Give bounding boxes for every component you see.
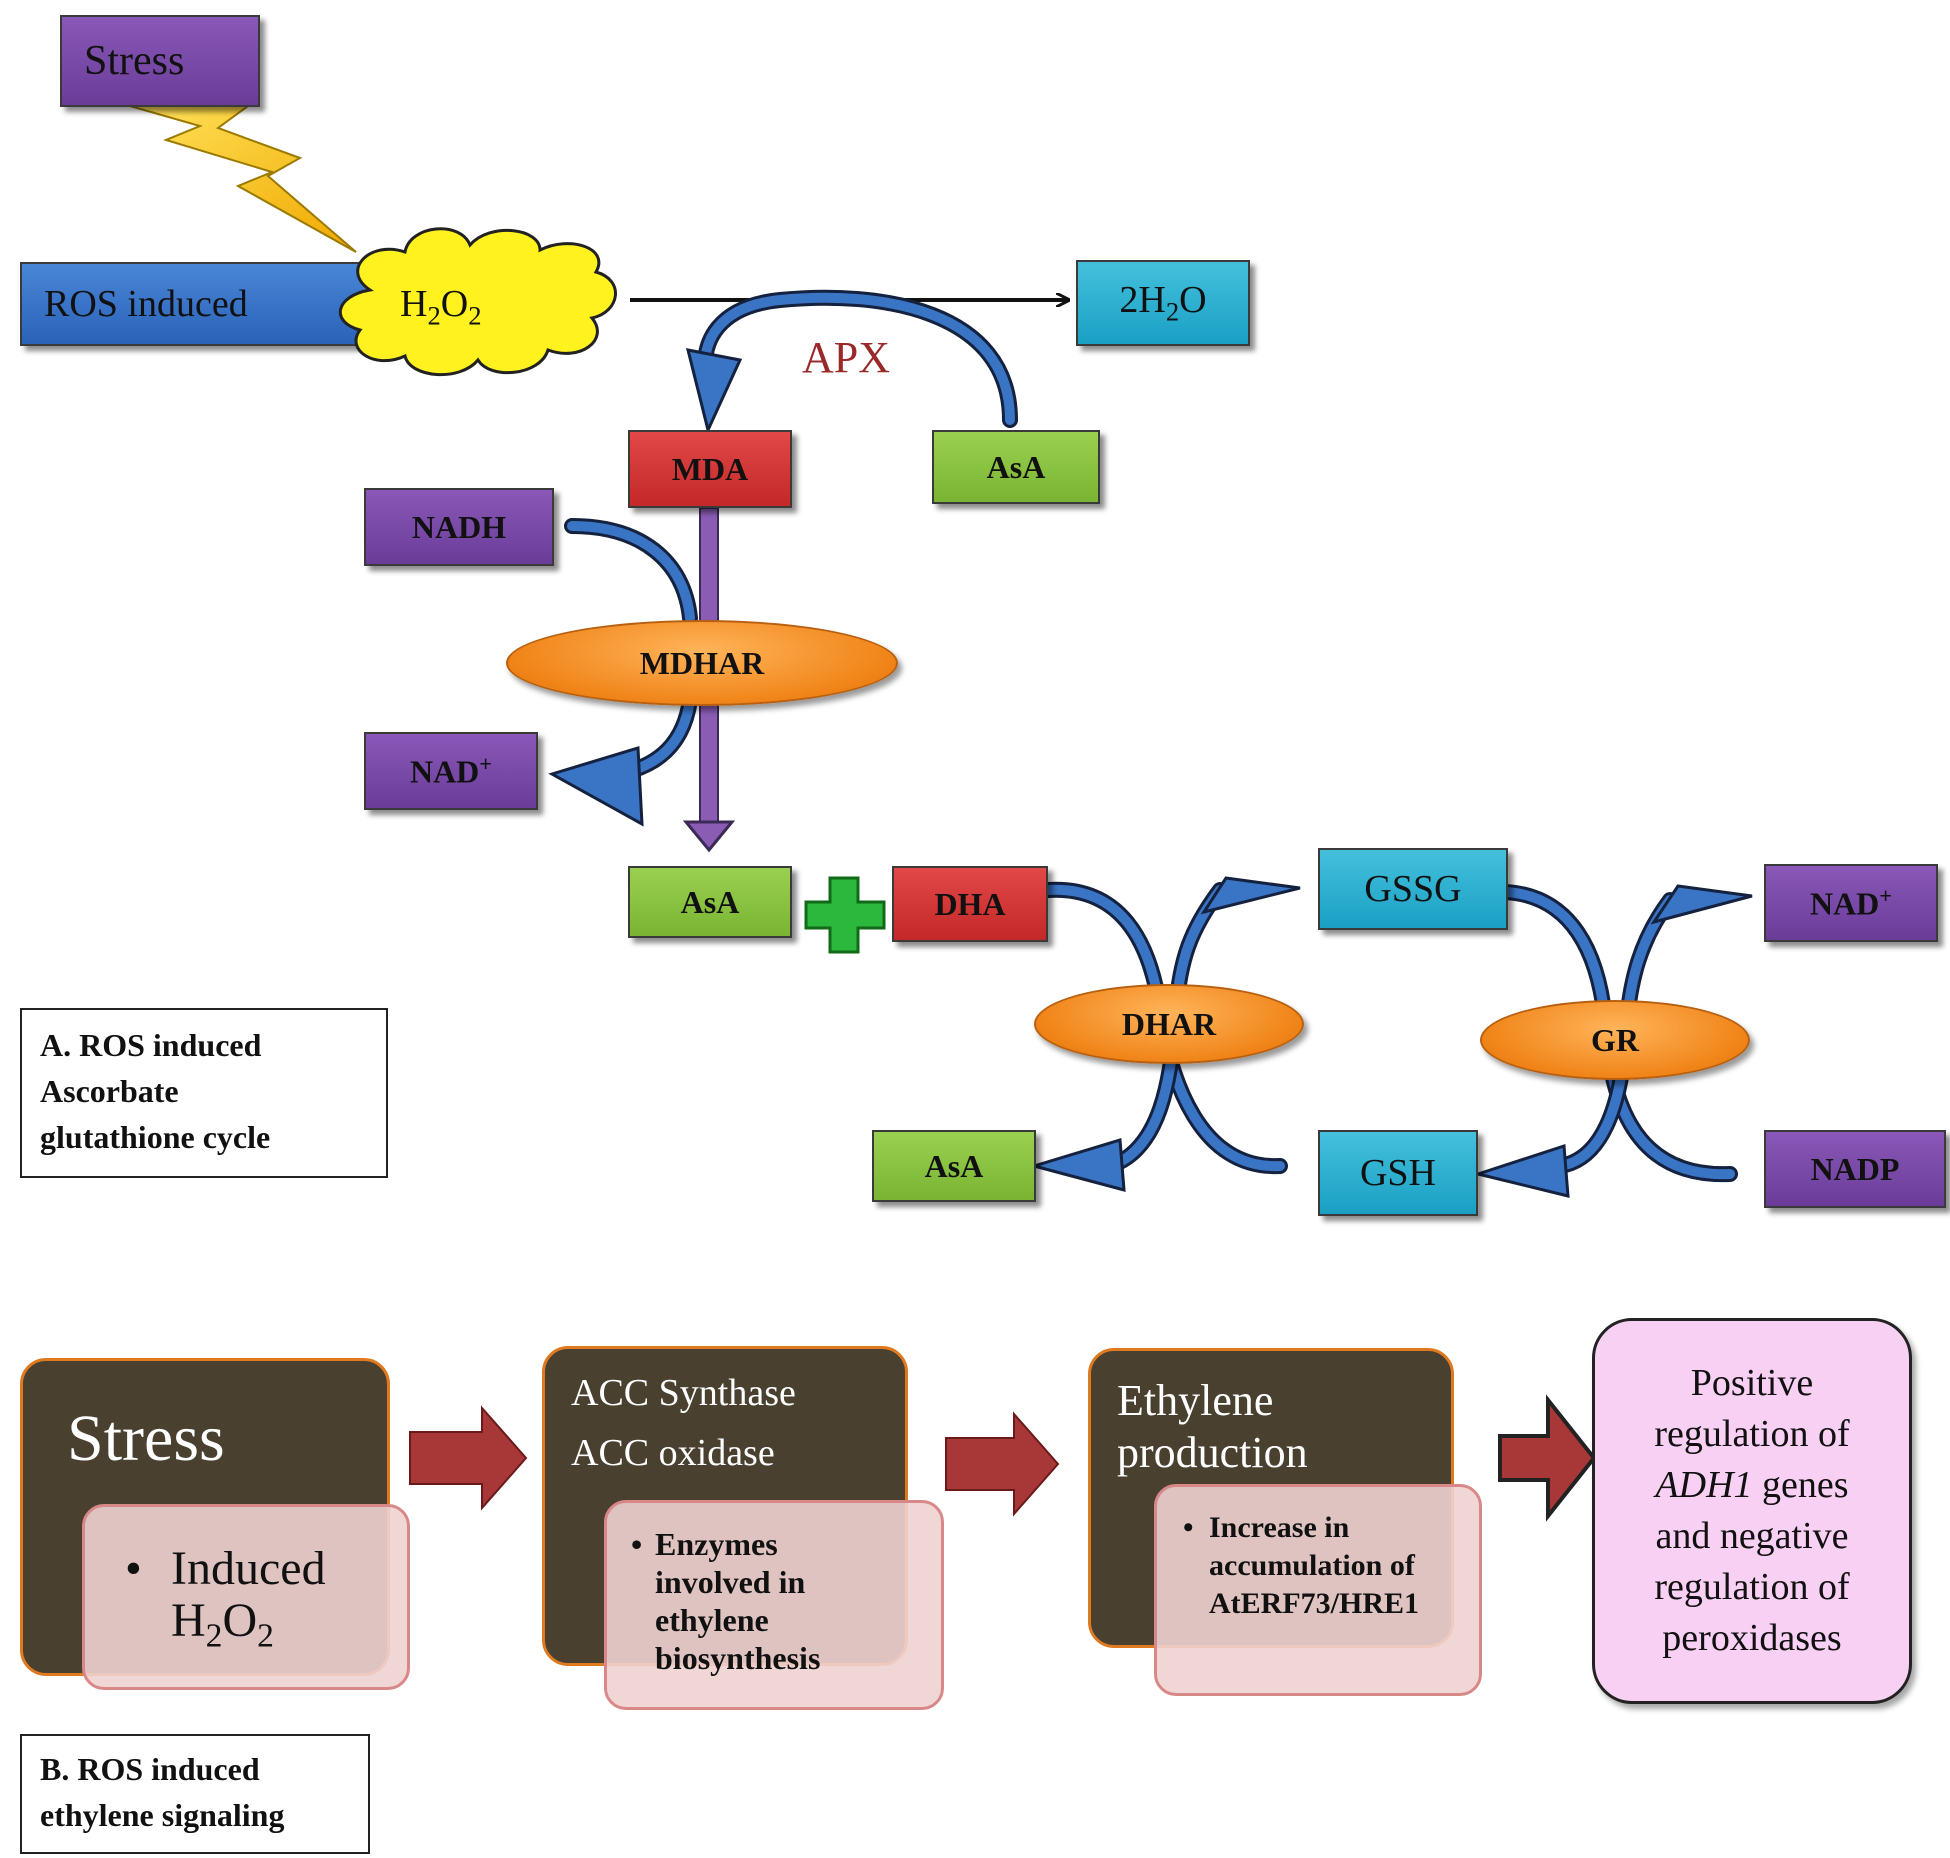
nadp-label: NADP bbox=[1810, 1150, 1900, 1187]
ros-induced-box: ROS induced bbox=[20, 262, 380, 346]
water-box: 2H2O bbox=[1076, 260, 1250, 346]
lightning-bolt bbox=[129, 105, 357, 253]
asa-bottom-label: AsA bbox=[924, 1147, 984, 1184]
step3-detail: •Increase in accumulation of AtERF73/HRE… bbox=[1154, 1484, 1482, 1696]
mda-box: MDA bbox=[628, 430, 792, 508]
asa-bottom-box: AsA bbox=[872, 1130, 1036, 1202]
panel-a-caption-line-1: A. ROS induced bbox=[40, 1027, 262, 1063]
mdhar-enzyme: MDHAR bbox=[506, 620, 898, 706]
mdhar-label: MDHAR bbox=[639, 644, 765, 681]
gr-enzyme: GR bbox=[1480, 1000, 1750, 1080]
water-label: 2H2O bbox=[1119, 279, 1207, 327]
panel-a-caption-line-2: Ascorbate bbox=[40, 1073, 179, 1109]
gssg-label: GSSG bbox=[1364, 868, 1462, 910]
step2-title-1: ACC Synthase bbox=[571, 1372, 796, 1414]
dhar-label: DHAR bbox=[1121, 1005, 1217, 1042]
panel-a-caption: A. ROS induced Ascorbate glutathione cyc… bbox=[20, 1008, 388, 1178]
mda-label: MDA bbox=[671, 450, 749, 487]
apx-label: APX bbox=[802, 333, 891, 382]
gssg-box: GSSG bbox=[1318, 848, 1508, 930]
gr-label: GR bbox=[1591, 1021, 1639, 1058]
mda-to-asa-arrowhead bbox=[682, 820, 736, 853]
gsh-box: GSH bbox=[1318, 1130, 1478, 1216]
stress-box: Stress bbox=[60, 15, 260, 107]
asa-mid-box: AsA bbox=[628, 866, 792, 938]
plus-sign bbox=[804, 876, 886, 954]
block-arrow-3 bbox=[1498, 1394, 1597, 1522]
nad-arrowhead bbox=[548, 746, 644, 827]
step1-title: Stress bbox=[67, 1402, 225, 1475]
panel-a-caption-line-3: glutathione cycle bbox=[40, 1119, 271, 1155]
step2-detail: •Enzymes involved in ethylene biosynthes… bbox=[604, 1500, 944, 1710]
nad-right-arrowhead bbox=[1650, 884, 1753, 925]
dha-label: DHA bbox=[934, 885, 1006, 922]
gsh-label: GSH bbox=[1359, 1152, 1437, 1194]
nad-right-box: NAD+ bbox=[1764, 864, 1938, 942]
stress-label: Stress bbox=[84, 38, 185, 84]
step4-card: Positive regulation of ADH1 genes and ne… bbox=[1592, 1318, 1912, 1704]
block-arrow-2 bbox=[945, 1411, 1060, 1517]
dhar-enzyme: DHAR bbox=[1034, 984, 1304, 1064]
step3-bullet: •Increase in accumulation of AtERF73/HRE… bbox=[1183, 1511, 1419, 1620]
nad-left-box: NAD+ bbox=[364, 732, 538, 810]
asa-top-label: AsA bbox=[986, 448, 1046, 485]
nadh-label: NADH bbox=[411, 508, 507, 545]
asa-mid-label: AsA bbox=[680, 883, 740, 920]
block-arrow-1 bbox=[409, 1405, 528, 1511]
gssg-arrowhead bbox=[1200, 876, 1301, 915]
ros-induced-label: ROS induced bbox=[44, 283, 248, 325]
step3-title-1: Ethylene bbox=[1117, 1376, 1274, 1425]
h2o2-label: H2O2 bbox=[400, 283, 482, 331]
step4-text: Positive regulation of ADH1 genes and ne… bbox=[1654, 1362, 1850, 1659]
dha-box: DHA bbox=[892, 866, 1048, 942]
gsh-arrowhead bbox=[1472, 1143, 1570, 1198]
asa-bottom-arrowhead bbox=[1028, 1138, 1126, 1192]
step2-bullet: •Enzymes involved in ethylene biosynthes… bbox=[631, 1526, 821, 1676]
asa-top-box: AsA bbox=[932, 430, 1100, 504]
step1-detail: •Induced H2O2 bbox=[82, 1504, 410, 1690]
step2-title-2: ACC oxidase bbox=[571, 1432, 775, 1474]
nad-right-label: NAD+ bbox=[1809, 883, 1893, 922]
apx-arrowhead bbox=[685, 348, 743, 435]
panel-b-caption-line-1: B. ROS induced bbox=[40, 1751, 260, 1787]
nad-left-label: NAD+ bbox=[409, 751, 493, 790]
step3-title-2: production bbox=[1117, 1428, 1308, 1477]
nadp-box: NADP bbox=[1764, 1130, 1946, 1208]
step1-bullet: •Induced H2O2 bbox=[125, 1542, 326, 1655]
panel-b-caption-line-2: ethylene signaling bbox=[40, 1797, 285, 1833]
nadh-box: NADH bbox=[364, 488, 554, 566]
panel-b-caption: B. ROS induced ethylene signaling bbox=[20, 1734, 370, 1854]
